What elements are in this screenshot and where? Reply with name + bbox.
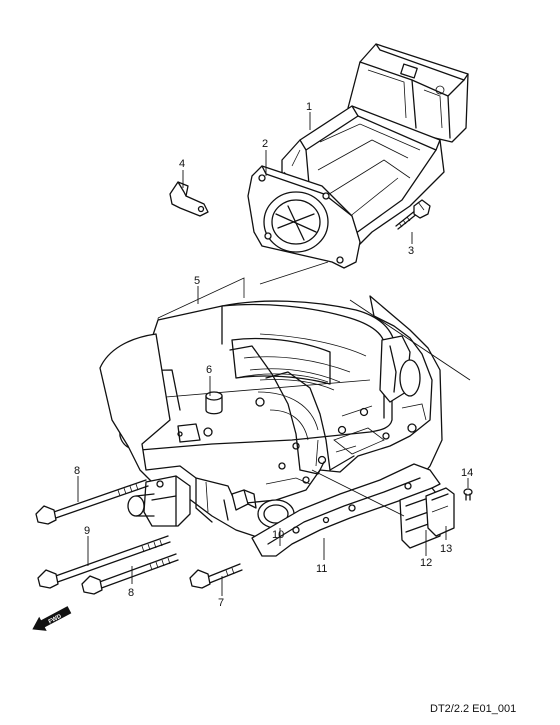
part-14-screw — [463, 488, 473, 501]
callout-3: 3 — [408, 245, 414, 257]
part-7-short-bolt — [189, 563, 243, 589]
part-9-long-bolt — [37, 535, 171, 589]
callout-14: 14 — [461, 467, 473, 479]
callout-4: 4 — [179, 158, 185, 170]
callout-8-lower: 8 — [128, 587, 134, 599]
callout-13: 13 — [440, 543, 452, 555]
callout-2: 2 — [262, 138, 268, 150]
part-4-clip — [169, 181, 209, 217]
crankcase-block — [99, 295, 443, 539]
part-8-long-bolt-upper — [35, 479, 149, 525]
part-11-base-gasket — [251, 463, 441, 557]
callout-9: 9 — [84, 525, 90, 537]
part-6-bushing — [205, 391, 223, 415]
fwd-direction-arrow: FWD — [32, 606, 72, 631]
callout-8-upper: 8 — [74, 465, 80, 477]
diagram-code: DT2/2.2 E01_001 — [430, 703, 516, 715]
leader-lines — [77, 112, 471, 596]
callout-6: 6 — [206, 364, 212, 376]
part-13-plate — [425, 487, 455, 537]
callout-12: 12 — [420, 557, 432, 569]
part-3-bolt — [395, 199, 431, 230]
part-2-gasket — [247, 165, 361, 269]
callout-11: 11 — [316, 563, 327, 575]
callout-labels: 1 2 3 4 5 6 8 9 8 7 10 11 12 13 14 — [74, 101, 473, 609]
callout-10: 10 — [272, 529, 284, 541]
callout-5: 5 — [194, 275, 200, 287]
callout-7: 7 — [218, 597, 224, 609]
part-8-long-bolt-lower — [81, 553, 179, 595]
callout-1: 1 — [306, 101, 312, 113]
